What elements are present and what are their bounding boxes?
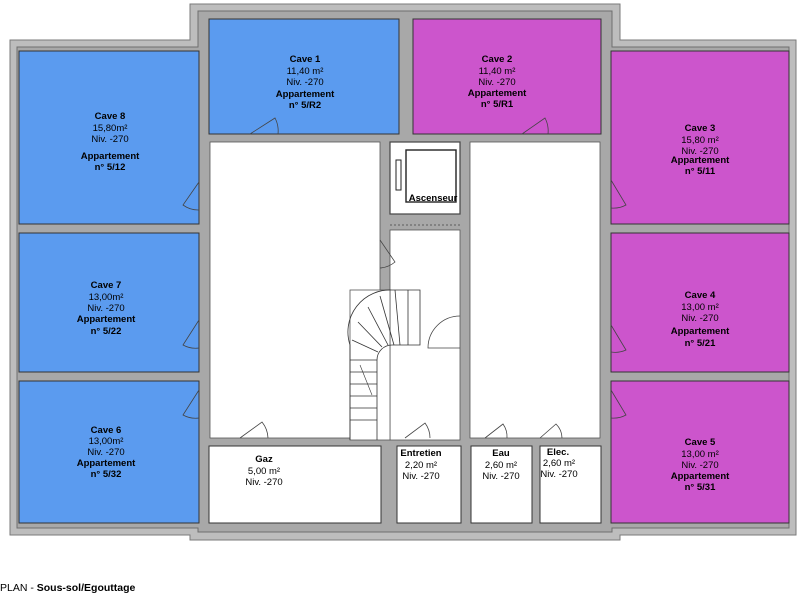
cave3-apt: Appartement: [671, 155, 730, 166]
cave7-apt: Appartement: [77, 314, 136, 325]
cave5-apt: Appartement: [671, 471, 730, 482]
ascenseur-label: Ascenseur: [409, 193, 458, 204]
cave3-name: Cave 3: [685, 123, 716, 134]
cave3-room: [610, 50, 790, 225]
cave2-room: [412, 18, 602, 135]
cave1-level: Niv. -270: [286, 77, 323, 88]
cave6-area: 13,00m²: [89, 436, 124, 447]
cave5-apt-no: n° 5/31: [685, 482, 716, 493]
cave6-apt: Appartement: [77, 458, 136, 469]
spiral-stair: [347, 289, 421, 440]
cave5-level: Niv. -270: [681, 460, 718, 471]
gaz-name: Gaz: [255, 454, 273, 465]
door-swings: [182, 117, 627, 439]
gaz-area: 5,00 m²: [248, 466, 280, 477]
eau-name: Eau: [492, 448, 510, 459]
elec-name: Elec.: [547, 447, 569, 458]
cave8-area: 15,80m²: [93, 123, 128, 134]
cave6-room: [18, 380, 200, 524]
gaz-room: [208, 445, 382, 524]
cave1-apt: Appartement: [276, 89, 335, 100]
cave8-level: Niv. -270: [91, 134, 128, 145]
cave3-level: Niv. -270: [681, 146, 718, 157]
cave1-room: [208, 18, 400, 135]
cave8-apt-no: n° 5/12: [95, 162, 126, 173]
caption-title: Sous-sol/Egouttage: [36, 582, 136, 594]
cave1-area: 11,40 m²: [287, 66, 324, 77]
cave4-apt-no: n° 5/21: [685, 338, 716, 349]
elec-level: Niv. -270: [540, 469, 577, 480]
cave8-name: Cave 8: [95, 111, 126, 122]
cave6-name: Cave 6: [91, 425, 122, 436]
cave8-apt: Appartement: [81, 151, 140, 162]
cave4-apt: Appartement: [671, 326, 730, 337]
gaz-level: Niv. -270: [245, 477, 282, 488]
cave2-apt-no: n° 5/R1: [481, 99, 514, 110]
cave7-area: 13,00m²: [89, 292, 124, 303]
eau-area: 2,60 m²: [485, 460, 517, 471]
cave8-room: [18, 50, 200, 225]
cave2-name: Cave 2: [482, 54, 513, 65]
cave6-level: Niv. -270: [87, 447, 124, 458]
elevator-cabin: [405, 149, 457, 203]
entretien-name: Entretien: [400, 448, 441, 459]
caption-prefix: PLAN -: [0, 582, 37, 594]
central-hall: [389, 229, 461, 441]
corridor-right: [469, 141, 601, 439]
entretien-level: Niv. -270: [402, 471, 439, 482]
cave5-area: 13,00 m²: [681, 449, 719, 460]
cave6-apt-no: n° 5/32: [91, 469, 122, 480]
cave3-apt-no: n° 5/11: [685, 166, 716, 177]
elec-area: 2,60 m²: [543, 458, 575, 469]
cave2-apt: Appartement: [468, 88, 527, 99]
plan-caption: PLAN - Sous-sol/Egouttage: [0, 582, 135, 594]
cave5-room: [610, 380, 790, 524]
cave4-name: Cave 4: [685, 290, 716, 301]
cave7-level: Niv. -270: [87, 303, 124, 314]
cave3-area: 15,80 m²: [681, 135, 719, 146]
stairwell: [349, 289, 391, 441]
cave5-name: Cave 5: [685, 437, 716, 448]
cave7-room: [18, 232, 200, 373]
elevator-counterweight: [395, 159, 402, 191]
cave4-room: [610, 232, 790, 373]
eau-room: [470, 445, 533, 524]
cave1-apt-no: n° 5/R2: [289, 100, 321, 111]
cave2-area: 11,40 m²: [479, 66, 516, 77]
cave7-apt-no: n° 5/22: [91, 326, 122, 337]
eau-level: Niv. -270: [482, 471, 519, 482]
entretien-area: 2,20 m²: [405, 460, 437, 471]
cave4-area: 13,00 m²: [681, 302, 719, 313]
entretien-room: [396, 445, 462, 524]
cave2-level: Niv. -270: [478, 77, 515, 88]
cave4-level: Niv. -270: [681, 313, 718, 324]
cave1-name: Cave 1: [290, 54, 321, 65]
elec-room: [539, 445, 602, 524]
cave7-name: Cave 7: [91, 280, 122, 291]
